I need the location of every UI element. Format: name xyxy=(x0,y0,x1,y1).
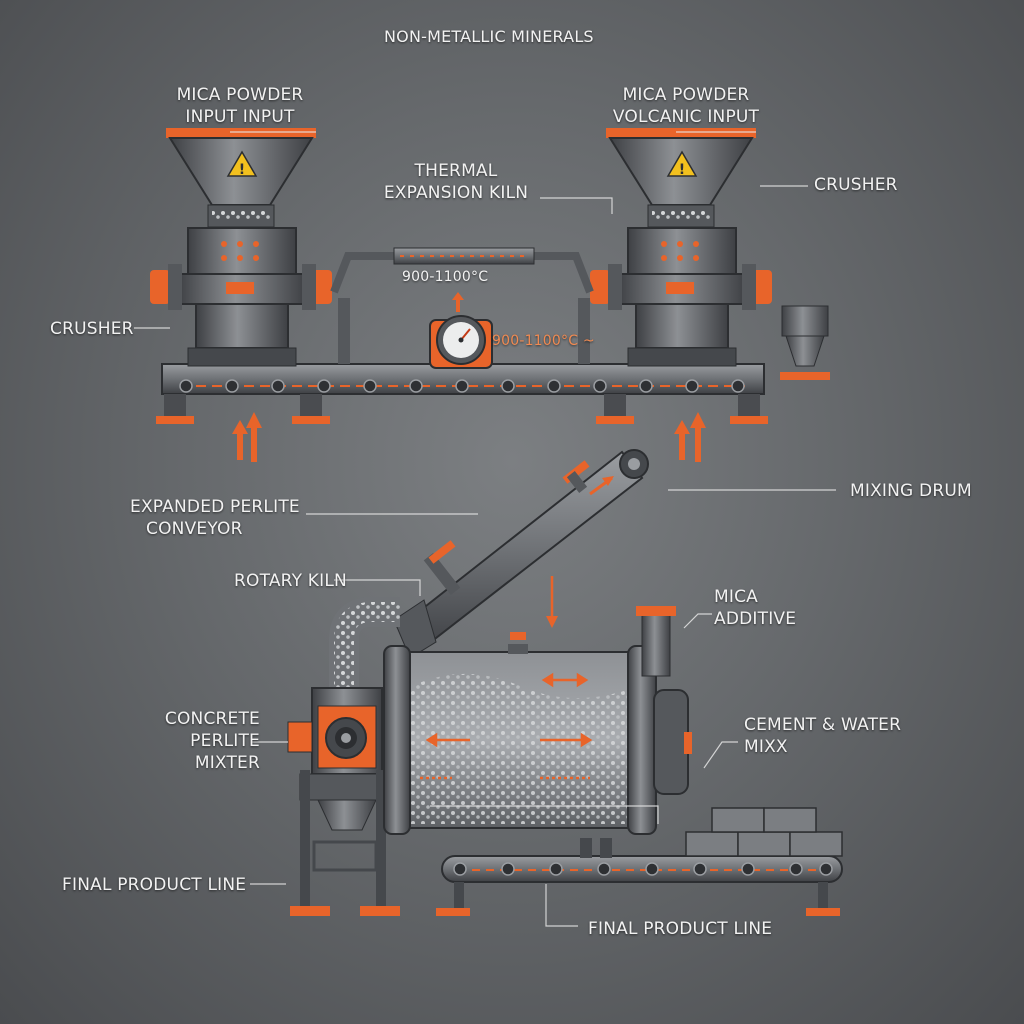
label-top-left-input: MICA POWDER INPUT INPUT xyxy=(170,84,310,128)
label-concrete-mixer: CONCRETE PERLITE MIXTER xyxy=(150,708,260,774)
final-product-conveyor xyxy=(436,838,843,916)
label-final-bottom: FINAL PRODUCT LINE xyxy=(588,919,773,939)
label-mixing-drum: MIXING DRUM xyxy=(850,481,972,501)
label-expanded-conveyor: EXPANDED PERLITE CONVEYOR xyxy=(130,496,300,540)
label-mica-additive: MICA ADDITIVE xyxy=(714,586,796,630)
label-line: VOLCANIC INPUT xyxy=(612,107,760,127)
pressure-gauge-icon xyxy=(429,315,493,369)
inclined-conveyor xyxy=(393,449,649,659)
warning-mark: ! xyxy=(239,162,245,178)
label-line: MICA POWDER xyxy=(176,85,304,105)
feed-pipe xyxy=(329,597,400,690)
leader-lines xyxy=(134,131,836,927)
label-temp-top: 900-1100°C xyxy=(402,269,489,285)
warning-icon xyxy=(666,150,698,177)
label-line: CEMENT & WATER xyxy=(744,715,902,735)
label-cement-water: CEMENT & WATER MIXX xyxy=(744,714,901,758)
product-blocks xyxy=(685,807,843,857)
label-line: MICA POWDER xyxy=(622,85,750,105)
label-line: EXPANDED PERLITE xyxy=(130,497,300,517)
label-temp-gauge: 900-1100°C ~ xyxy=(492,333,595,349)
right-crusher xyxy=(590,227,772,367)
label-thermal-kiln: THERMAL EXPANSION KILN xyxy=(376,160,536,204)
label-line: MICA xyxy=(714,587,758,607)
label-line: ADDITIVE xyxy=(714,609,797,629)
label-final-left: FINAL PRODUCT LINE xyxy=(62,875,247,895)
rotary-drum xyxy=(383,576,692,835)
small-hopper-device xyxy=(780,305,830,380)
flow-arrow-icon xyxy=(232,292,706,462)
label-crusher-right: CRUSHER xyxy=(814,175,898,195)
concrete-mixer-unit xyxy=(287,687,400,916)
thermal-expansion-kiln xyxy=(330,247,594,364)
label-line: EXPANSION KILN xyxy=(383,183,529,203)
label-line: INPUT INPUT xyxy=(185,107,295,127)
left-crusher xyxy=(150,227,332,367)
label-line: MIXX xyxy=(744,737,788,757)
diagram-title: NON-METALLIC MINERALS xyxy=(384,27,594,46)
label-line: PERLITE xyxy=(190,731,260,751)
label-line: CONCRETE xyxy=(164,709,260,729)
warning-icon xyxy=(226,150,258,177)
top-conveyor-frame xyxy=(156,363,768,424)
label-line: MIXTER xyxy=(194,753,260,773)
label-crusher-left: CRUSHER xyxy=(50,319,134,339)
label-top-right-input: MICA POWDER VOLCANIC INPUT xyxy=(606,84,766,128)
warning-mark: ! xyxy=(679,162,685,178)
label-rotary-kiln: ROTARY KILN xyxy=(234,571,347,591)
label-line: THERMAL xyxy=(414,161,498,181)
label-line: CONVEYOR xyxy=(146,519,243,539)
